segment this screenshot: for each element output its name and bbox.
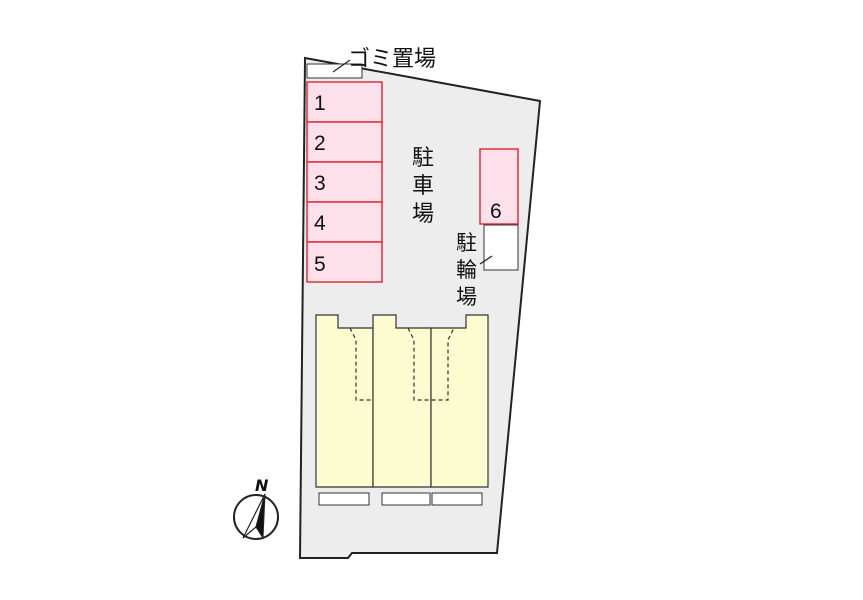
parking-space-number: 5 bbox=[314, 253, 326, 276]
building-dashed-outline bbox=[407, 327, 455, 401]
parking-space-number: 4 bbox=[314, 212, 326, 235]
parking-lot-char: 場 bbox=[412, 202, 434, 227]
parking-space-2 bbox=[306, 121, 383, 163]
building-unit-2 bbox=[372, 314, 432, 488]
parking-space-5 bbox=[306, 241, 383, 283]
parking-lot-char: 駐 bbox=[412, 146, 434, 171]
garbage-label: ゴミ置場 bbox=[348, 47, 436, 72]
parking-space-1 bbox=[306, 81, 383, 123]
parking-space-number: 3 bbox=[314, 172, 326, 195]
building bbox=[315, 314, 489, 506]
parking-space-number: 1 bbox=[314, 92, 326, 115]
building-unit-3 bbox=[430, 314, 489, 488]
north-label: N bbox=[255, 476, 269, 495]
parking-space-4 bbox=[306, 201, 383, 243]
parking-space-6 bbox=[479, 148, 519, 225]
parking-space-3 bbox=[306, 161, 383, 203]
building-balcony bbox=[381, 492, 431, 506]
building-balcony bbox=[431, 492, 483, 506]
bicycle-parking-char: 輪 bbox=[456, 258, 477, 282]
garbage-leader-line bbox=[332, 59, 351, 73]
parking-spaces-column: 1 2 3 4 5 bbox=[306, 81, 383, 283]
parking-lot-char: 車 bbox=[412, 174, 434, 199]
bicycle-parking-char: 場 bbox=[456, 285, 477, 309]
bicycle-parking-area bbox=[483, 224, 519, 271]
bicycle-parking-char: 駐 bbox=[456, 231, 477, 255]
parking-space-number: 6 bbox=[490, 200, 502, 223]
building-unit-1 bbox=[315, 314, 374, 488]
building-dashed-outline bbox=[349, 327, 373, 401]
compass-needle-right bbox=[255, 493, 266, 540]
bicycle-leader-line bbox=[479, 255, 493, 265]
bicycle-parking-label: 駐 輪 場 bbox=[456, 231, 477, 309]
parking-space-number: 2 bbox=[314, 132, 326, 155]
building-balcony bbox=[318, 492, 370, 506]
north-arrow: N bbox=[233, 476, 279, 540]
parking-lot-label: 駐 車 場 bbox=[412, 146, 434, 227]
